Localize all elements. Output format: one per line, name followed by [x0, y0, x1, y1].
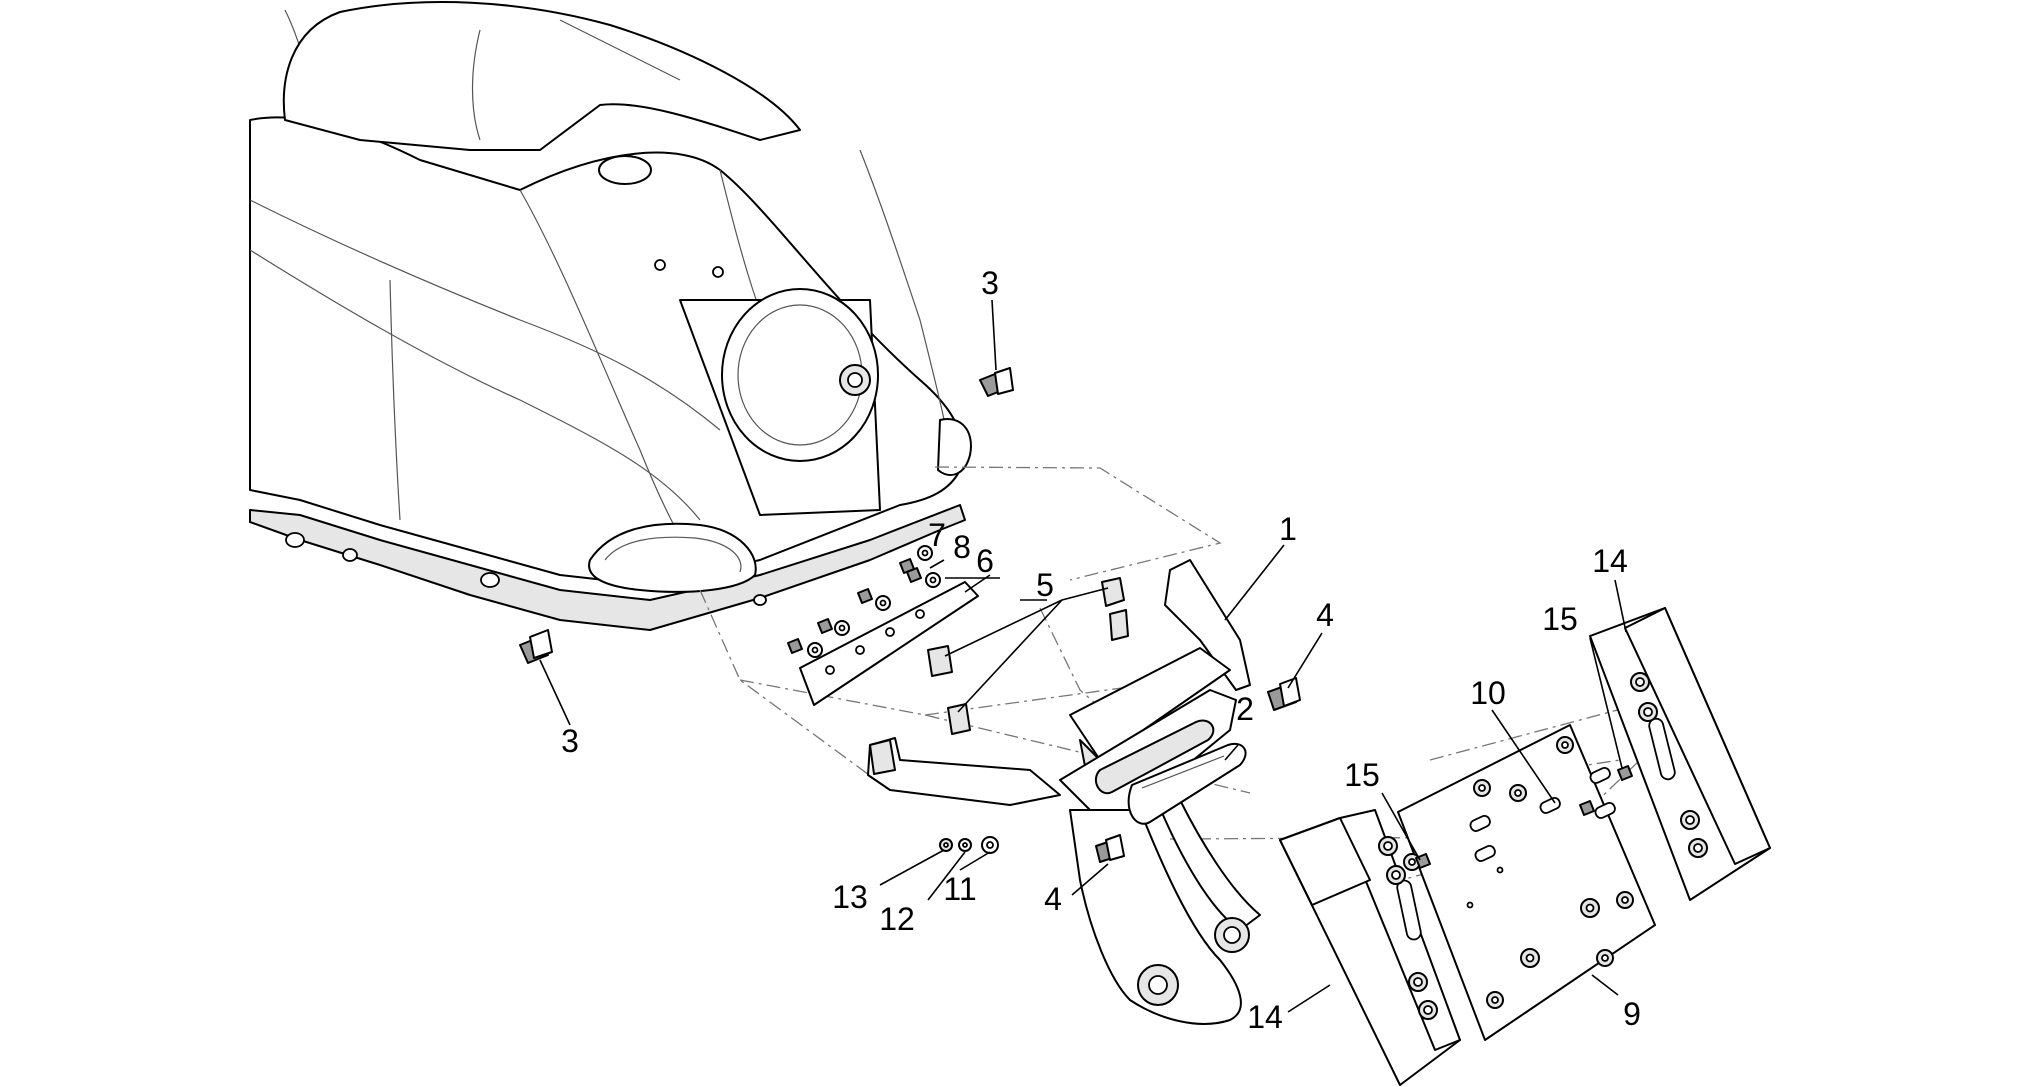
- label-part-6: 6: [976, 543, 994, 579]
- label-part-3-lower: 3: [561, 723, 579, 759]
- rear-body-shell: [249, 1, 972, 631]
- plate-holder-mudguard-part-1: [867, 559, 1261, 1025]
- screw-washer-row-parts-7-8: [787, 545, 941, 658]
- gasket-strip-part-6: [799, 581, 979, 706]
- label-part-1: 1: [1279, 511, 1297, 547]
- spring-clips-part-5: [927, 577, 1129, 735]
- label-part-3-upper: 3: [981, 265, 999, 301]
- washer-icon: [807, 545, 941, 658]
- nut-washer-group-parts-11-13: [939, 836, 999, 854]
- part-number-labels: 1 2 3 3 4 4 5 6 7 8 9 10 11 12 13 14 14 …: [561, 265, 1641, 1035]
- plate-bracket-rear-part-14: [1589, 607, 1771, 901]
- leader-lines: [539, 299, 1627, 1013]
- label-part-14-front: 14: [1247, 999, 1283, 1035]
- label-part-15-left: 15: [1344, 757, 1380, 793]
- label-part-2: 2: [1236, 691, 1254, 727]
- label-part-14-rear: 14: [1592, 543, 1628, 579]
- label-part-10: 10: [1470, 675, 1506, 711]
- label-part-13: 13: [832, 879, 868, 915]
- label-part-5: 5: [1036, 567, 1054, 603]
- label-part-8: 8: [953, 529, 971, 565]
- label-part-7: 7: [928, 517, 946, 553]
- label-part-15-right: 15: [1542, 601, 1578, 637]
- screws-parts-3-4: [519, 367, 1301, 863]
- screw-icon: [787, 567, 922, 654]
- plate-bracket-front-part-14: [1279, 809, 1461, 1086]
- label-part-4-upper: 4: [1316, 597, 1334, 633]
- label-part-11: 11: [943, 871, 976, 907]
- label-part-4-lower: 4: [1044, 881, 1062, 917]
- label-part-12: 12: [879, 901, 915, 937]
- label-part-9: 9: [1623, 996, 1641, 1032]
